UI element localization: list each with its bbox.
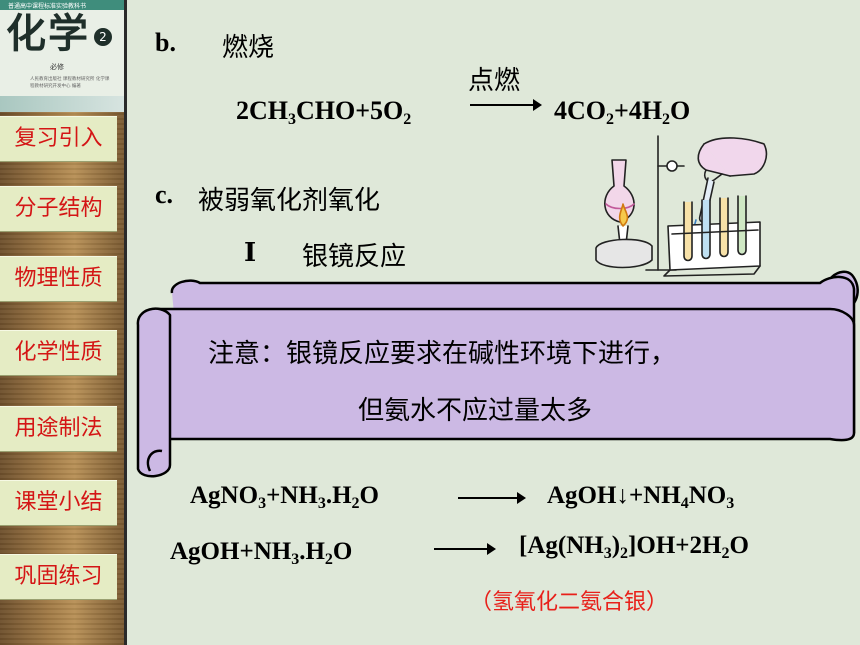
chemistry-lab-icon (595, 135, 768, 277)
reaction-2-reactants: AgOH+NH3.H2O (170, 538, 353, 568)
cover-art (0, 96, 124, 112)
nav-physical-properties[interactable]: 物理性质 (0, 256, 117, 302)
subsection-1-marker: Ⅰ (244, 238, 257, 267)
cover-series-text: 普通高中课程标准实验教科书 (8, 3, 87, 10)
combustion-condition: 点燃 (468, 66, 521, 96)
sidebar-divider (124, 0, 127, 645)
nav-class-summary[interactable]: 课堂小结 (0, 480, 117, 526)
reaction-1-products: AgOH↓+NH4NO3 (547, 482, 735, 512)
combustion-reactants: 2CH3CHO+5O2 (236, 96, 412, 128)
cover-requirement: 必修 (50, 63, 64, 71)
reaction-1-arrow (458, 492, 526, 504)
nav-uses-preparation[interactable]: 用途制法 (0, 406, 117, 452)
product-name: （氢氧化二氨合银） (470, 590, 669, 615)
section-b-title: 燃烧 (222, 33, 275, 63)
cover-volume-badge: 2 (94, 28, 112, 46)
combustion-arrow (470, 99, 542, 111)
subsection-1-title: 银镜反应 (302, 242, 407, 272)
combustion-products: 4CO2+4H2O (554, 96, 691, 128)
nav-review-intro[interactable]: 复习引入 (0, 116, 117, 162)
scroll-banner (136, 270, 859, 478)
cover-publisher-text: 人民教育出版社 课程教材研究所 化学课程教材研究开发中心 编著 (30, 77, 110, 89)
section-c-marker: c. (155, 180, 174, 209)
note-line-1: 注意：银镜反应要求在碱性环境下进行， (208, 339, 677, 369)
cover-title: 化学 (6, 11, 90, 57)
note-line-2: 但氨水不应过量太多 (358, 396, 593, 426)
nav-consolidation-exercise[interactable]: 巩固练习 (0, 554, 117, 600)
nav-chemical-properties[interactable]: 化学性质 (0, 330, 117, 376)
reaction-2-products: [Ag(NH3)2]OH+2H2O (519, 532, 749, 562)
reaction-1-reactants: AgNO3+NH3.H2O (190, 482, 379, 512)
reaction-2-arrow (434, 543, 496, 555)
nav-molecular-structure[interactable]: 分子结构 (0, 186, 117, 232)
cover-band (0, 0, 124, 10)
textbook-cover: 普通高中课程标准实验教科书 化学 2 必修 人民教育出版社 课程教材研究所 化学… (0, 0, 124, 112)
section-b-marker: b. (155, 28, 176, 57)
section-c-title: 被弱氧化剂氧化 (198, 186, 381, 216)
